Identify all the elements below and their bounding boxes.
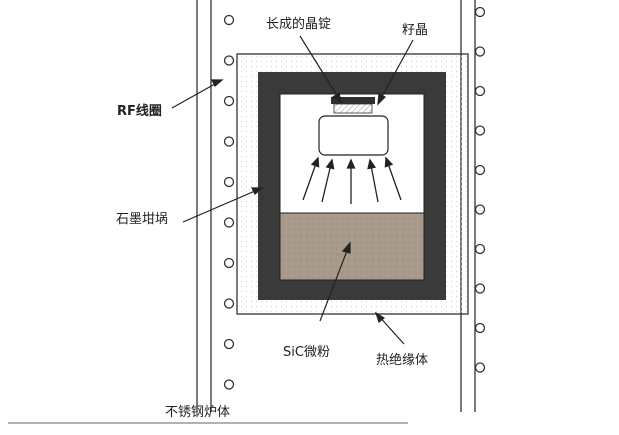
- rf-coil-left: [223, 14, 235, 390]
- rf-coil-turn: [474, 125, 486, 136]
- rf-coil-turn: [223, 14, 235, 26]
- flow-arrow-head: [310, 156, 320, 168]
- flow-arrow-head: [384, 156, 394, 168]
- label-graphite-crucible: 石墨坩埚: [116, 212, 169, 227]
- label-insulation: 热绝缘体: [376, 353, 429, 368]
- rf-coil-turn: [474, 164, 486, 176]
- seed-crystal-hatch: [333, 103, 373, 114]
- leader-seed-crystal: [377, 39, 414, 106]
- rf-coil-turn: [474, 46, 486, 57]
- rf-coil-turn: [474, 85, 486, 97]
- flow-arrow-head: [346, 158, 356, 169]
- rf-coil-turn: [223, 338, 235, 350]
- rf-coil-turn: [223, 176, 235, 188]
- label-rf-coil: RF线圈: [117, 104, 162, 119]
- rf-coil-turn: [223, 217, 235, 228]
- rf-coil-turn: [223, 136, 235, 147]
- flow-arrow-head: [325, 158, 335, 170]
- label-sic-powder: SiC微粉: [283, 345, 330, 360]
- rf-coil-turn: [474, 243, 486, 255]
- furnace-wall-left: [196, 0, 212, 412]
- leader-insulation: [374, 311, 405, 345]
- leader-graphite-crucible: [182, 187, 264, 223]
- rf-coil-turn: [474, 6, 486, 18]
- rf-coil-turn: [223, 95, 235, 107]
- label-grown-ingot: 长成的晶锭: [266, 17, 332, 32]
- seed-crystal: [331, 97, 375, 104]
- rf-coil-turn: [223, 257, 235, 269]
- rf-coil-turn: [474, 362, 486, 373]
- vapor-flow-arrows: [302, 156, 402, 204]
- rf-coil-turn: [474, 322, 486, 334]
- label-steel-furnace: 不锈钢炉体: [165, 405, 231, 420]
- sic-powder-texture: [279, 212, 425, 281]
- rf-coil-turn: [223, 55, 235, 66]
- label-seed-crystal: 籽晶: [402, 23, 429, 38]
- leader-grown-ingot: [299, 35, 342, 104]
- rf-coil-turn: [474, 283, 486, 294]
- rf-coil-turn: [223, 298, 235, 309]
- rf-coil-turn: [474, 204, 486, 215]
- grown-ingot: [318, 115, 389, 156]
- rf-coil-right: [474, 6, 486, 373]
- leader-rf-coil: [171, 79, 224, 109]
- leader-sic-powder: [319, 241, 351, 322]
- flow-arrow-head: [367, 158, 377, 170]
- rf-coil-turn: [223, 379, 235, 390]
